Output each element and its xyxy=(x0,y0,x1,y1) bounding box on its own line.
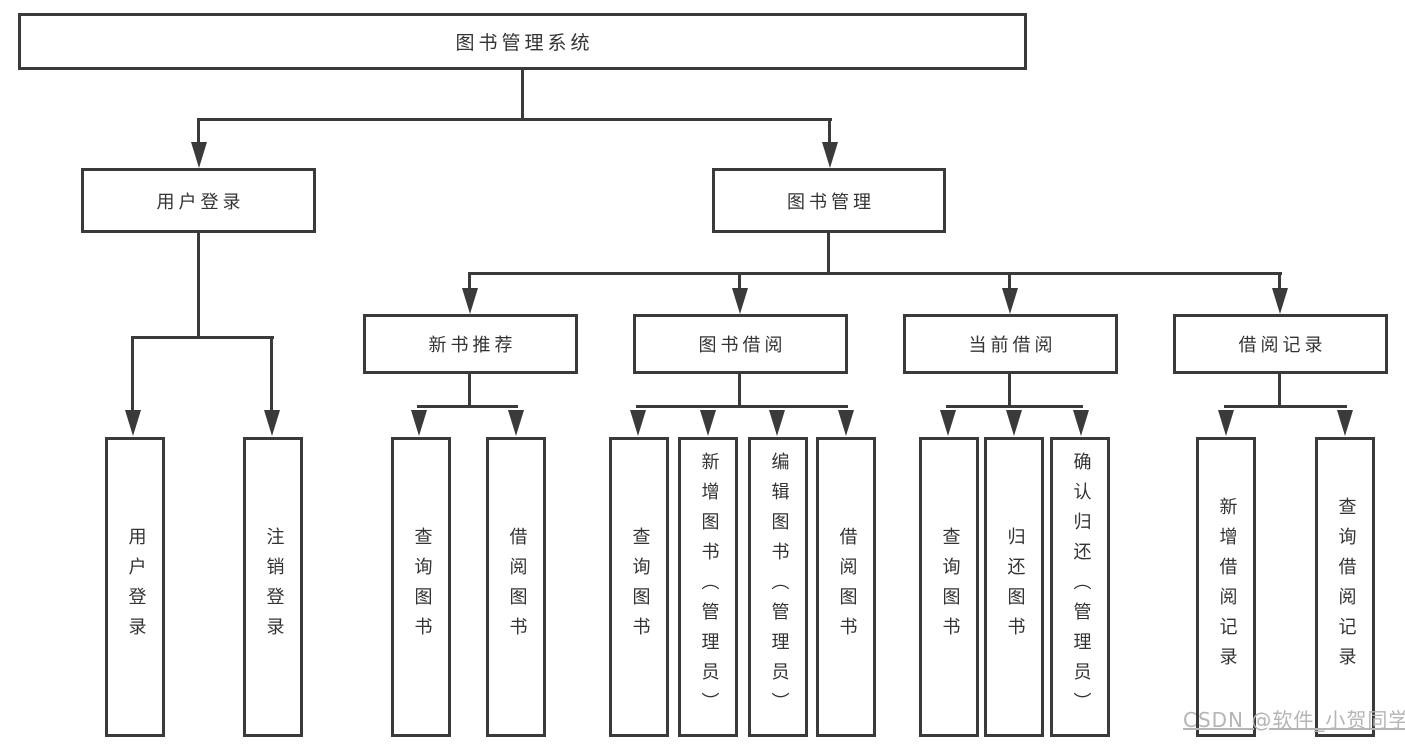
connector-book-borrow-trunk xyxy=(738,374,741,408)
leaf-record-add-record-label: 新增借阅记录 xyxy=(1216,497,1238,677)
leaf-newbook-query-books: 查询图书 xyxy=(391,437,451,737)
leaf-newbook-borrow-books: 借阅图书 xyxy=(486,437,546,737)
arrowhead-to-borrow-record xyxy=(1272,288,1288,314)
leaf-current-return-books: 归还图书 xyxy=(984,437,1044,737)
arrowhead-current-borrow-leaf-2 xyxy=(1006,410,1022,436)
connector-user-login-trunk xyxy=(197,233,200,339)
leaf-logout: 注销登录 xyxy=(243,437,303,737)
arrowhead-book-borrow-leaf-1 xyxy=(630,410,646,436)
node-borrowing-records: 借阅记录 xyxy=(1173,314,1388,374)
leaf-borrow-edit-books-admin-label: 编辑图书（管理员） xyxy=(768,452,790,722)
csdn-watermark: CSDN @软件_小贺同学 xyxy=(1183,708,1405,732)
leaf-current-confirm-return-admin-label: 确认归还（管理员） xyxy=(1070,452,1092,722)
node-user-login: 用户登录 xyxy=(81,168,316,233)
leaf-user-login-label: 用户登录 xyxy=(125,527,147,647)
node-new-book-recommend: 新书推荐 xyxy=(363,314,578,374)
leaf-logout-label: 注销登录 xyxy=(263,527,285,647)
leaf-borrow-edit-books-admin: 编辑图书（管理员） xyxy=(748,437,808,737)
leaf-borrow-borrow-books: 借阅图书 xyxy=(816,437,876,737)
arrowhead-to-user-login xyxy=(191,142,207,168)
connector-current-borrow-trunk xyxy=(1008,374,1011,408)
connector-current-borrow-bar xyxy=(946,405,1083,408)
leaf-current-return-books-label: 归还图书 xyxy=(1004,527,1026,647)
connector-new-book-bar xyxy=(417,405,518,408)
connector-drop-book-mgmt xyxy=(828,118,831,144)
leaf-newbook-borrow-books-label: 借阅图书 xyxy=(506,527,528,647)
connector-drop-book-borrow xyxy=(738,275,741,290)
arrowhead-new-book-leaf-2 xyxy=(508,410,524,436)
leaf-record-query-record: 查询借阅记录 xyxy=(1315,437,1375,737)
connector-drop-borrow-record xyxy=(1278,275,1281,290)
connector-borrow-record-bar xyxy=(1224,405,1347,408)
leaf-current-confirm-return-admin: 确认归还（管理员） xyxy=(1050,437,1110,737)
connector-book-mgmt-trunk xyxy=(827,233,830,275)
connector-drop-user-login xyxy=(197,118,200,144)
arrowhead-to-new-book xyxy=(462,288,478,314)
leaf-borrow-query-books: 查询图书 xyxy=(609,437,669,737)
node-current-borrowing: 当前借阅 xyxy=(903,314,1118,374)
arrowhead-current-borrow-leaf-1 xyxy=(940,410,956,436)
leaf-user-login: 用户登录 xyxy=(105,437,165,737)
leaf-borrow-query-books-label: 查询图书 xyxy=(629,527,651,647)
connector-user-login-bar xyxy=(131,336,274,339)
leaf-current-query-books: 查询图书 xyxy=(919,437,979,737)
connector-new-book-trunk xyxy=(468,374,471,408)
arrowhead-borrow-record-leaf-2 xyxy=(1337,410,1353,436)
leaf-borrow-add-books-admin: 新增图书（管理员） xyxy=(678,437,738,737)
leaf-current-query-books-label: 查询图书 xyxy=(939,527,961,647)
leaf-borrow-borrow-books-label: 借阅图书 xyxy=(836,527,858,647)
arrowhead-to-logout-leaf xyxy=(264,410,280,436)
leaf-record-query-record-label: 查询借阅记录 xyxy=(1335,497,1357,677)
connector-root-trunk xyxy=(521,70,524,121)
connector-root-bar xyxy=(198,118,832,121)
node-book-management: 图书管理 xyxy=(712,168,946,233)
connector-drop-login-leaf xyxy=(131,336,134,412)
arrowhead-book-borrow-leaf-4 xyxy=(838,410,854,436)
arrowhead-new-book-leaf-1 xyxy=(411,410,427,436)
connector-borrow-record-trunk xyxy=(1278,374,1281,408)
connector-book-mgmt-bar xyxy=(468,272,1282,275)
connector-drop-current-borrow xyxy=(1008,275,1011,290)
connector-book-borrow-bar xyxy=(636,405,848,408)
leaf-newbook-query-books-label: 查询图书 xyxy=(411,527,433,647)
arrowhead-book-borrow-leaf-3 xyxy=(769,410,785,436)
arrowhead-to-current-borrow xyxy=(1002,288,1018,314)
leaf-record-add-record: 新增借阅记录 xyxy=(1196,437,1256,737)
node-book-borrowing: 图书借阅 xyxy=(633,314,848,374)
leaf-borrow-add-books-admin-label: 新增图书（管理员） xyxy=(698,452,720,722)
connector-drop-new-book xyxy=(468,275,471,290)
arrowhead-book-borrow-leaf-2 xyxy=(700,410,716,436)
arrowhead-to-book-mgmt xyxy=(822,142,838,168)
arrowhead-to-login-leaf xyxy=(125,410,141,436)
arrowhead-to-book-borrow xyxy=(732,288,748,314)
connector-drop-logout-leaf xyxy=(270,336,273,412)
node-root-system: 图书管理系统 xyxy=(18,13,1027,70)
arrowhead-borrow-record-leaf-1 xyxy=(1218,410,1234,436)
arrowhead-current-borrow-leaf-3 xyxy=(1073,410,1089,436)
